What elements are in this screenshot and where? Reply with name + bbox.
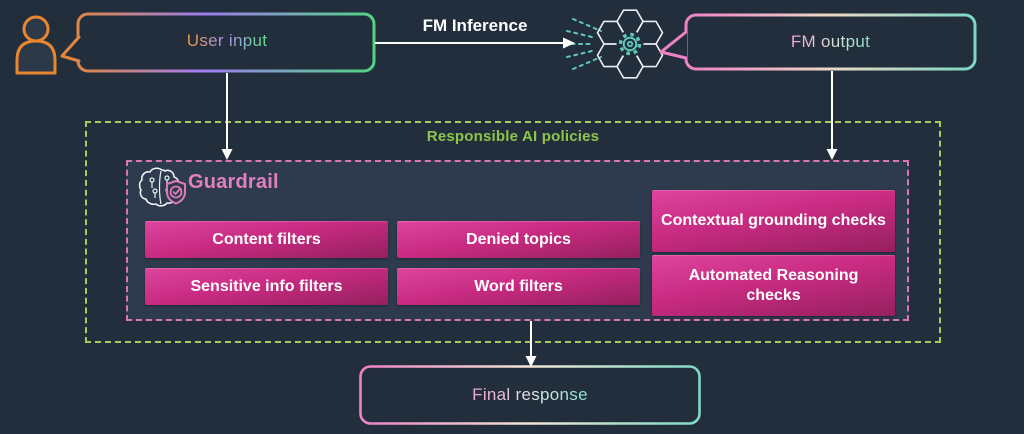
fm-inference-label: FM Inference (422, 16, 528, 35)
responsible-ai-policies-label: Responsible AI policies (426, 128, 600, 145)
person-icon (15, 15, 57, 75)
user-input-bubble: User input (60, 11, 380, 75)
content-filters-button: Content filters (145, 221, 388, 258)
word-filters-button: Word filters (397, 268, 640, 305)
fm-output-bubble-border (659, 13, 977, 71)
contextual-grounding-checks-button: Contextual grounding checks (652, 190, 895, 252)
user-input-bubble-border (60, 12, 376, 73)
guardrail-title: Guardrail (188, 171, 279, 193)
final-response-box: Final response (358, 364, 702, 426)
automated-reasoning-checks-button: Automated Reasoning checks (652, 255, 895, 316)
user-input-label: User input (186, 31, 268, 50)
sensitive-info-filters-button: Sensitive info filters (145, 268, 388, 305)
fm-output-bubble: FM output (656, 12, 980, 74)
denied-topics-button: Denied topics (397, 221, 640, 258)
responsible-ai-policies-box: Responsible AI policies (85, 121, 941, 343)
brain-circuit-icon (138, 167, 186, 207)
final-response-label: Final response (472, 385, 588, 404)
fm-output-label: FM output (790, 32, 871, 51)
shield-check-icon (166, 180, 186, 205)
fm-model-hexagon-gear-icon (563, 9, 664, 79)
